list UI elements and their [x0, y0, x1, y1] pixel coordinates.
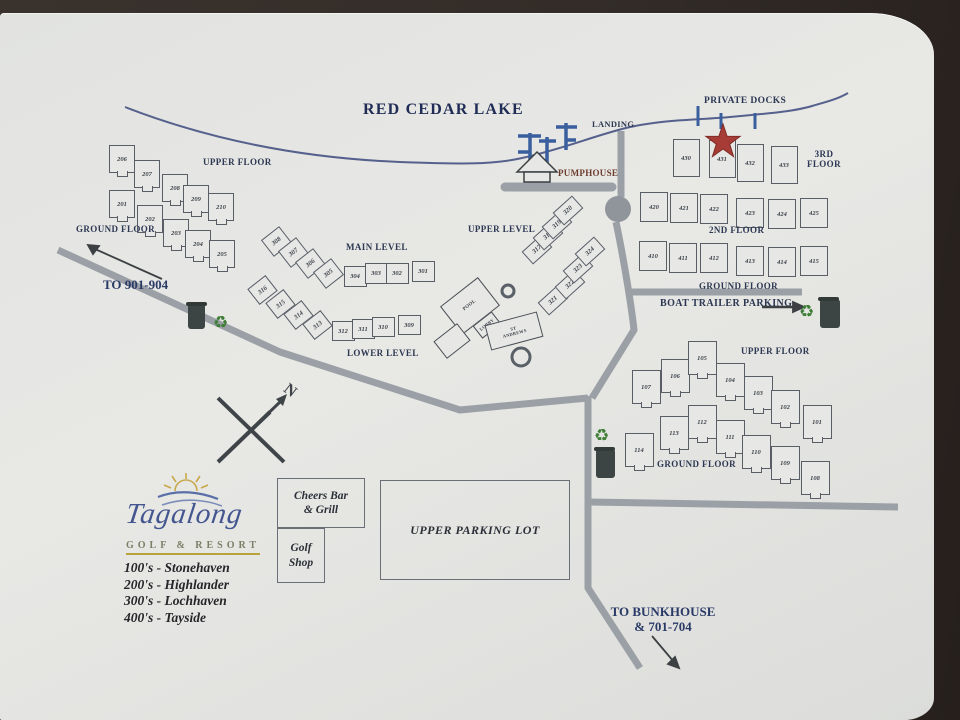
compass-icon: [216, 394, 287, 464]
logo-subtitle: GOLF & RESORT: [126, 540, 261, 555]
roads-and-shoreline: [56, 92, 899, 670]
recycle-icon: ♻: [213, 313, 229, 333]
unit-109: 109: [770, 446, 800, 484]
unit-107: 107: [631, 370, 661, 408]
unit-206: 206: [109, 145, 135, 177]
highlander-upper-floor-label: UPPER FLOOR: [203, 157, 272, 167]
logo-resort-name: Tagalong: [123, 498, 245, 530]
legend-item-200s: 200's - Highlander: [124, 576, 230, 592]
to-bunkhouse-label: TO BUNKHOUSE & 701-704: [610, 604, 716, 634]
unit-414: 414: [768, 247, 796, 277]
lochhaven-main-level-label: MAIN LEVEL: [346, 242, 408, 252]
boat-dock-icons: [518, 123, 577, 168]
unit-311: 311: [351, 319, 375, 339]
upper-parking-lot-box: UPPER PARKING LOT: [380, 480, 570, 580]
recycle-icon: ♻: [799, 302, 815, 322]
private-docks-label: PRIVATE DOCKS: [704, 96, 787, 106]
unit-202: 202: [137, 205, 163, 237]
unit-106: 106: [660, 359, 690, 397]
tayside-ground-floor-label: GROUND FLOOR: [699, 281, 779, 291]
unit-411: 411: [669, 243, 697, 273]
unit-201: 201: [109, 190, 135, 222]
unit-113: 113: [659, 416, 689, 454]
unit-101: 101: [802, 405, 832, 443]
golf-shop-label: Golf Shop: [288, 542, 314, 569]
unit-105: 105: [687, 341, 717, 379]
unit-302: 302: [385, 262, 409, 284]
trash-bin-icon: [818, 297, 840, 328]
logo-sun-waves-icon: [157, 473, 223, 507]
cheers-bar-box: Cheers Bar & Grill: [277, 478, 365, 528]
unit-422: 422: [700, 194, 728, 224]
unit-423: 423: [736, 198, 764, 228]
unit-301: 301: [411, 260, 435, 282]
red-star-icon: [704, 122, 742, 158]
highlander-ground-floor-label: GROUND FLOOR: [76, 224, 156, 234]
trash-bin-icon: [186, 302, 207, 329]
unit-110: 110: [741, 435, 771, 473]
to-901-904-label: TO 901-904: [103, 277, 169, 292]
unit-103: 103: [743, 376, 773, 414]
unit-425: 425: [800, 198, 828, 228]
pumphouse-label: PUMPHOUSE: [558, 168, 619, 178]
legend-item-100s: 100's - Stonehaven: [124, 560, 230, 575]
golf-shop-box: Golf Shop: [277, 528, 325, 583]
unit-114: 114: [624, 433, 654, 471]
cul-de-sacs: [500, 283, 532, 368]
unit-102: 102: [770, 390, 800, 428]
tayside-2nd-floor-label: 2ND FLOOR: [709, 225, 765, 235]
stonehaven-ground-floor-label: GROUND FLOOR: [657, 459, 737, 469]
legend-item-300s: 300's - Lochhaven: [124, 593, 227, 608]
symbols-layer: [86, 106, 807, 670]
unit-205: 205: [209, 240, 235, 272]
unit-421: 421: [670, 193, 698, 223]
roundabout: [605, 196, 631, 222]
unit-415: 415: [800, 246, 828, 276]
unit-203: 203: [163, 219, 189, 251]
unit-410: 410: [639, 241, 667, 271]
unit-310: 310: [371, 317, 395, 337]
pumphouse-icon: [515, 150, 559, 183]
unit-108: 108: [800, 461, 830, 499]
unit-412: 412: [700, 243, 728, 273]
stonehaven-upper-floor-label: UPPER FLOOR: [741, 346, 810, 356]
private-dock-ticks-icon: [696, 106, 757, 129]
cheers-bar-label: Cheers Bar & Grill: [294, 489, 348, 516]
lochhaven-lower-level-label: LOWER LEVEL: [347, 348, 419, 358]
legend-item-400s: 400's - Tayside: [124, 609, 206, 625]
lake-shoreline: [124, 92, 849, 165]
landing-label: LANDING: [592, 119, 635, 129]
unit-430: 430: [672, 139, 700, 177]
recycle-icon: ♻: [594, 426, 610, 446]
lake-title: RED CEDAR LAKE: [363, 101, 524, 118]
trash-bin-icon: [594, 447, 615, 478]
upper-parking-lot-label: UPPER PARKING LOT: [410, 522, 540, 537]
unit-424: 424: [768, 199, 796, 229]
unit-112: 112: [687, 405, 717, 443]
unit-207: 207: [134, 160, 160, 192]
boat-trailer-parking-label: BOAT TRAILER PARKING: [660, 298, 793, 309]
unit-432: 432: [736, 144, 764, 182]
road-network: [56, 131, 899, 670]
unit-420: 420: [640, 192, 668, 222]
unit-legend: 100's - Stonehaven 200's - Highlander 30…: [124, 560, 230, 626]
unit-209: 209: [183, 185, 209, 217]
lochhaven-upper-level-label: UPPER LEVEL: [468, 224, 536, 234]
tayside-3rd-floor-label: 3RD FLOOR: [806, 149, 841, 170]
unit-210: 210: [208, 193, 234, 225]
direction-arrows: [86, 243, 807, 670]
unit-309: 309: [397, 315, 421, 335]
unit-413: 413: [736, 246, 764, 276]
unit-111: 111: [715, 420, 745, 458]
unit-433: 433: [770, 146, 798, 184]
